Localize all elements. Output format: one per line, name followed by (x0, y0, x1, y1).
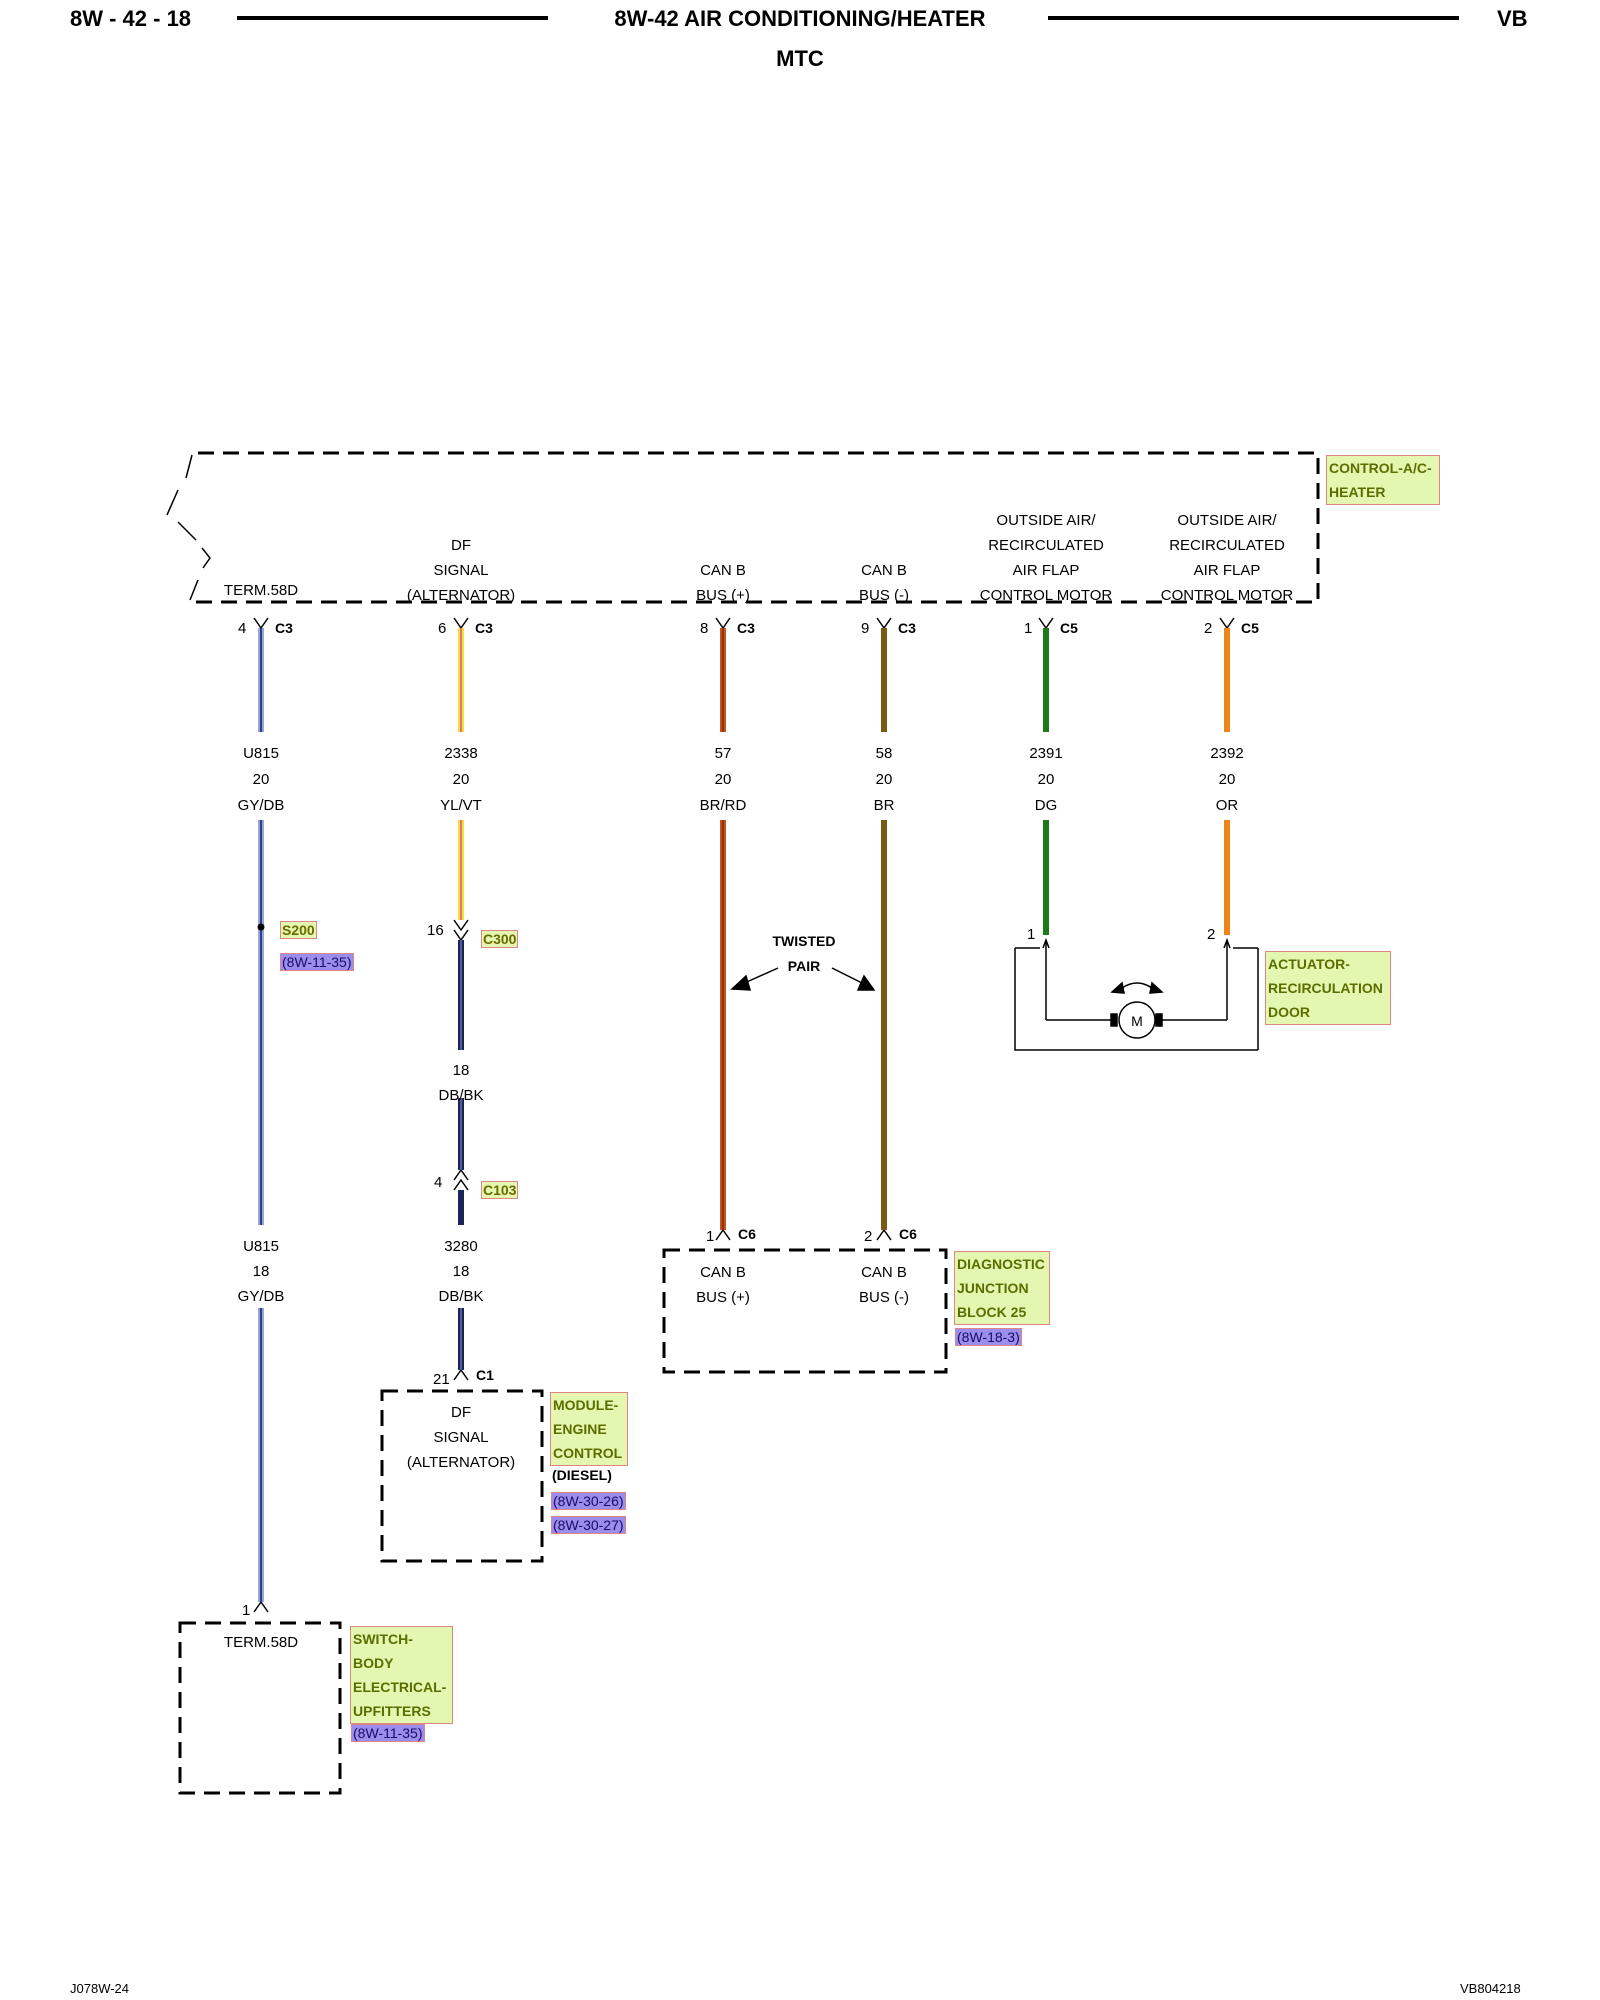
pin-flap-motor-1: OUTSIDE AIR/ RECIRCULATED AIR FLAP CONTR… (979, 512, 1113, 604)
w1-pin: 4 (238, 620, 247, 637)
switch-pin: 1 (242, 1602, 251, 1619)
djb-pin-plus: CAN B BUS (+) (696, 1264, 750, 1306)
c300-connector[interactable]: C300 (481, 930, 519, 948)
splice-s200[interactable]: S200 (280, 921, 317, 939)
engine-module-box (380, 1389, 544, 1563)
c103-pin: 4 (434, 1174, 443, 1191)
w4-connector: C3 (898, 620, 916, 636)
pin-can-b-plus: CAN B BUS (+) (696, 562, 750, 604)
pin-can-b-minus: CAN B BUS (-) (859, 562, 909, 604)
w2-connector: C3 (475, 620, 493, 636)
c300-pin: 16 (427, 922, 444, 939)
actuator-label[interactable]: ACTUATOR- RECIRCULATION DOOR (1265, 951, 1391, 1025)
djb-pin-minus: CAN B BUS (-) (859, 1264, 909, 1306)
wire-u815 (257, 628, 265, 1602)
control-ac-heater-label[interactable]: CONTROL-A/C- HEATER (1326, 455, 1440, 505)
motor-symbol: M (1131, 1013, 1143, 1029)
w6-pin: 2 (1204, 620, 1213, 637)
engine-module-ref-2[interactable]: (8W-30-27) (551, 1516, 626, 1534)
control-box-break-mark (166, 454, 211, 601)
switch-body-ref[interactable]: (8W-11-35) (351, 1724, 425, 1742)
w2-pin: 6 (438, 620, 447, 637)
diagnostic-junction-box (662, 1248, 948, 1374)
page-title: 8W-42 AIR CONDITIONING/HEATER (614, 6, 986, 31)
pin-term58d: TERM.58D (223, 582, 299, 599)
vehicle-code: VB (1497, 6, 1528, 31)
twisted-pair-arrows (730, 967, 876, 991)
c103-connector[interactable]: C103 (481, 1181, 519, 1199)
splice-dot (257, 923, 265, 931)
w3-pin: 8 (700, 620, 709, 637)
c6-minus-pin: 2 (864, 1228, 873, 1245)
page-subtitle: MTC (776, 46, 824, 71)
w3-connector: C3 (737, 620, 755, 636)
switch-pin-term58d: TERM.58D (223, 1634, 299, 1651)
actuator-graphic (1014, 937, 1259, 1051)
switch-body-label[interactable]: SWITCH- BODY ELECTRICAL- UPFITTERS (350, 1626, 453, 1724)
c1-pin: 21 (433, 1371, 450, 1388)
w1-connector: C3 (275, 620, 293, 636)
c6-minus-connector: C6 (899, 1226, 917, 1242)
actuator-pin-1: 1 (1027, 926, 1036, 943)
splice-s200-ref[interactable]: (8W-11-35) (280, 953, 354, 971)
c1-connector: C1 (476, 1367, 494, 1383)
page-number: 8W - 42 - 18 (70, 6, 192, 31)
switch-body-box (178, 1621, 342, 1795)
w5-pin: 1 (1024, 620, 1033, 637)
pin-flap-motor-2: OUTSIDE AIR/ RECIRCULATED AIR FLAP CONTR… (1160, 512, 1294, 604)
engine-module-ref-1[interactable]: (8W-30-26) (551, 1492, 626, 1510)
pin-df-signal: DF SIGNAL (ALTERNATOR) (406, 537, 516, 604)
engine-module-label[interactable]: MODULE- ENGINE CONTROL (550, 1392, 628, 1466)
w4-pin: 9 (861, 620, 870, 637)
control-ac-heater-box (190, 451, 1320, 604)
footer-left-code: J078W-24 (70, 1981, 130, 1996)
diagnostic-junction-ref[interactable]: (8W-18-3) (955, 1328, 1022, 1346)
w6-connector: C5 (1241, 620, 1259, 636)
engine-module-variant: (DIESEL) (552, 1467, 612, 1483)
ecm-pin-df-signal: DF SIGNAL (ALTERNATOR) (406, 1404, 516, 1471)
c6-plus-pin: 1 (706, 1228, 715, 1245)
actuator-pin-2: 2 (1207, 926, 1216, 943)
diagnostic-junction-label[interactable]: DIAGNOSTIC JUNCTION BLOCK 25 (954, 1251, 1050, 1325)
w5-connector: C5 (1060, 620, 1078, 636)
c6-plus-connector: C6 (738, 1226, 756, 1242)
footer-right-code: VB804218 (1460, 1981, 1521, 1996)
